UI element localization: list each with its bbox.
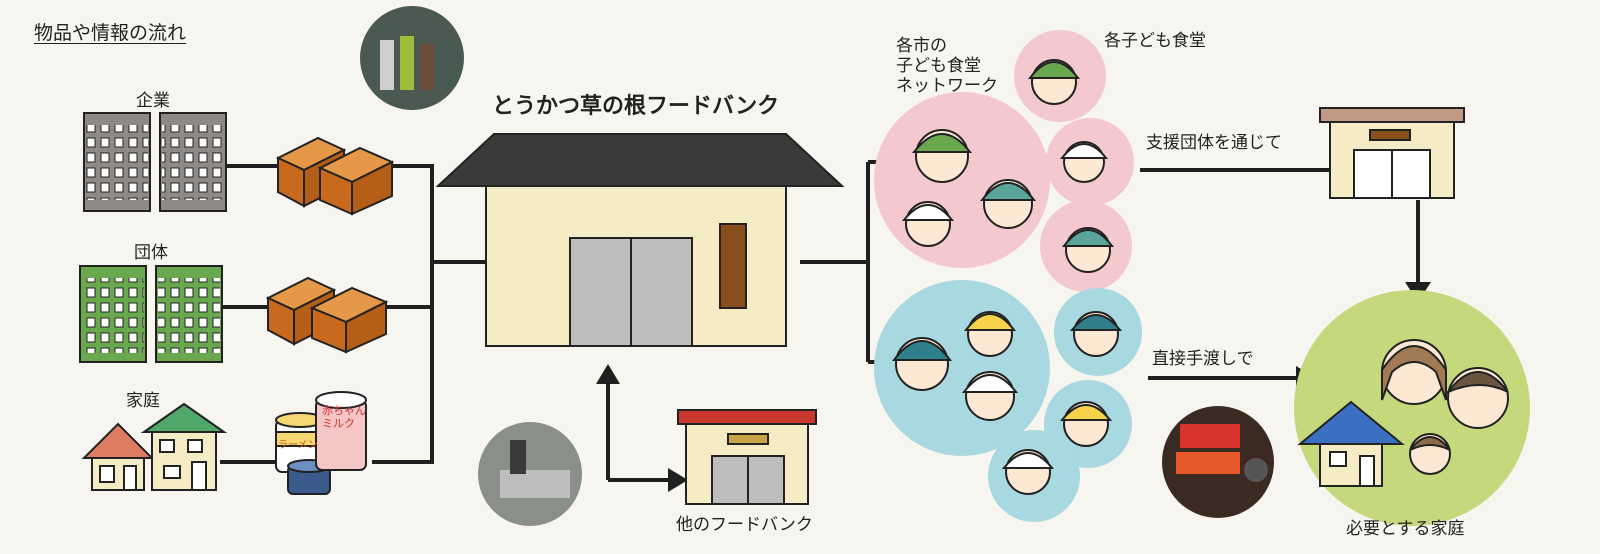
food-can-icon: [275, 412, 331, 495]
foodbank-building: [435, 133, 845, 347]
diagram-title: 物品や情報の流れ: [34, 22, 187, 44]
group-building-icon: [79, 265, 223, 363]
connector-lines: [220, 160, 1420, 482]
other-foodbank-label: 他のフードバンク: [676, 515, 813, 535]
milk-can-icon: [315, 391, 367, 471]
family-circle: [1294, 290, 1530, 526]
child-face-icon: [892, 59, 1123, 495]
needy-family-label: 必要とする家庭: [1346, 519, 1465, 539]
photo-circle: [360, 6, 1274, 526]
ramen-label: ラーメン: [278, 440, 318, 451]
milk-label: 赤ちゃん ミルク: [322, 404, 366, 430]
direct-handover-label: 直接手渡しで: [1152, 349, 1254, 369]
each-cafeteria-label: 各子ども食堂: [1104, 31, 1206, 51]
support-group-building: [1319, 107, 1465, 199]
cardboard-box-icon: [265, 136, 395, 354]
group-label: 団体: [134, 243, 168, 263]
warehouse-icon: [677, 409, 817, 505]
company-label: 企業: [136, 91, 170, 111]
household-label: 家庭: [126, 391, 160, 411]
foodbank-name: とうかつ草の根フードバンク: [492, 94, 780, 119]
house-icon: [81, 402, 228, 491]
network-label: 各市の 子ども食堂 ネットワーク: [896, 36, 998, 96]
company-building-icon: [83, 112, 227, 212]
via-support-label: 支援団体を通じて: [1146, 133, 1282, 153]
